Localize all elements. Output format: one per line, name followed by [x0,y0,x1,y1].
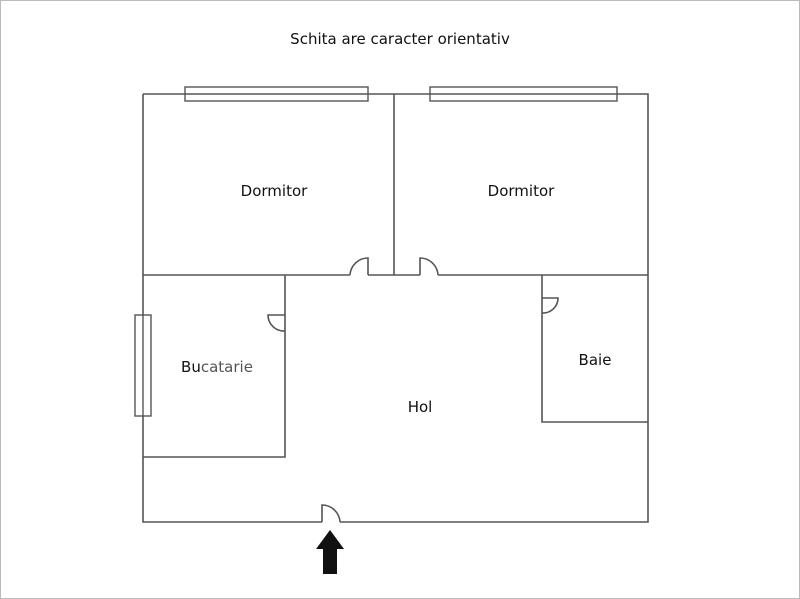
windows [134,86,618,417]
entrance-arrow-icon [316,530,344,574]
walls [142,93,649,523]
room-label-hol: Hol [408,398,433,416]
door-bathroom [541,297,559,314]
door-bedroom-left [349,257,369,276]
room-label-baie: Baie [579,351,612,369]
door-kitchen [267,314,286,332]
plan-title: Schita are caracter orientativ [290,30,510,48]
doors [267,257,559,523]
bathroom-wall [541,275,648,423]
door-bedroom-right [419,257,439,276]
door-entrance [321,504,341,523]
room-label-dormitor-left: Dormitor [241,182,308,200]
room-label-bucatarie: Bucatarie [181,358,253,376]
outer-wall [142,93,649,523]
bucatarie-part2: catarie [201,358,253,376]
kitchen-wall [143,275,286,458]
bucatarie-part1: Bu [181,358,201,376]
room-label-dormitor-right: Dormitor [488,182,555,200]
